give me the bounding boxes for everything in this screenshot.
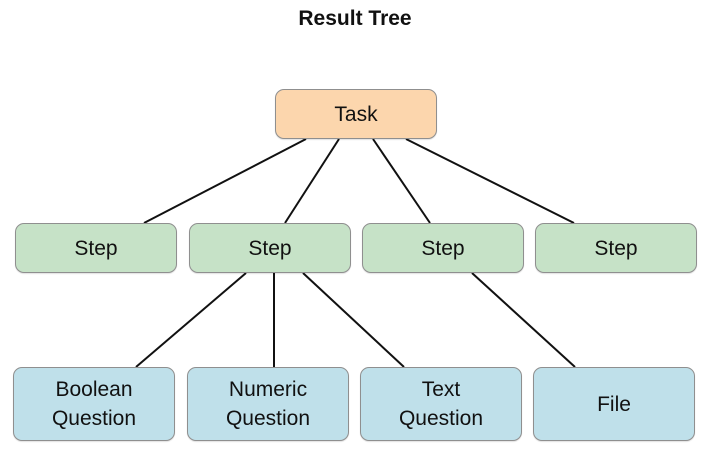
- edge-step3-file: [471, 272, 576, 368]
- step-node-4: Step: [535, 223, 697, 273]
- leaf-label-line1: Numeric: [228, 378, 308, 401]
- edge-task-step-2: [284, 138, 340, 224]
- leaf-node-numeric-question: Numeric Question: [187, 367, 349, 441]
- leaf-label-line1: Text: [421, 378, 461, 401]
- leaf-label-line2: Question: [51, 407, 137, 430]
- leaf-node-file: File: [533, 367, 695, 441]
- edge-task-step-1: [143, 138, 307, 224]
- task-label: Task: [334, 102, 378, 126]
- edge-step2-boolean: [135, 272, 247, 368]
- task-node: Task: [275, 89, 437, 139]
- leaf-label-line1: File: [597, 392, 631, 416]
- step-label: Step: [74, 236, 118, 260]
- diagram-title: Result Tree: [298, 7, 412, 30]
- step-label: Step: [594, 236, 638, 260]
- leaf-node-text-question: Text Question: [360, 367, 522, 441]
- step-label: Step: [421, 236, 465, 260]
- step-node-3: Step: [362, 223, 524, 273]
- step-node-2: Step: [189, 223, 351, 273]
- edge-step2-text: [302, 272, 405, 368]
- edge-task-step-3: [372, 138, 431, 224]
- leaf-label-line1: Boolean: [55, 378, 133, 401]
- leaf-label-line2: Question: [398, 407, 484, 430]
- step-label: Step: [248, 236, 292, 260]
- leaf-label-line2: Question: [225, 407, 311, 430]
- step-node-1: Step: [15, 223, 177, 273]
- edge-task-step-4: [405, 138, 575, 224]
- leaf-node-boolean-question: Boolean Question: [13, 367, 175, 441]
